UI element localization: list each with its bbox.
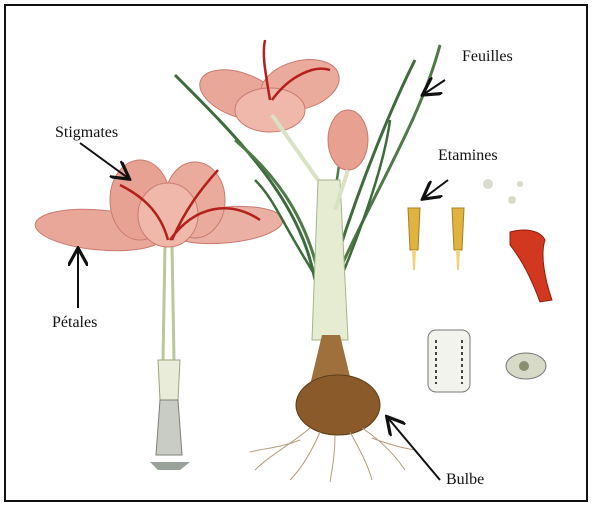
ovary-detail: [428, 330, 546, 392]
stigmates-arrow: [80, 143, 128, 178]
annotation-arrows: [78, 80, 448, 480]
label-etamines: Etamines: [438, 147, 498, 165]
stigma-detail: [510, 230, 552, 302]
stamens-detail: [408, 179, 523, 270]
label-stigmates: Stigmates: [55, 124, 118, 142]
etamines-arrow: [424, 180, 448, 198]
label-petales: Pétales: [52, 314, 97, 332]
label-feuilles: Feuilles: [462, 48, 513, 66]
label-bulbe: Bulbe: [446, 471, 484, 489]
central-plant: [175, 40, 440, 482]
bulbe-arrow: [388, 418, 440, 480]
